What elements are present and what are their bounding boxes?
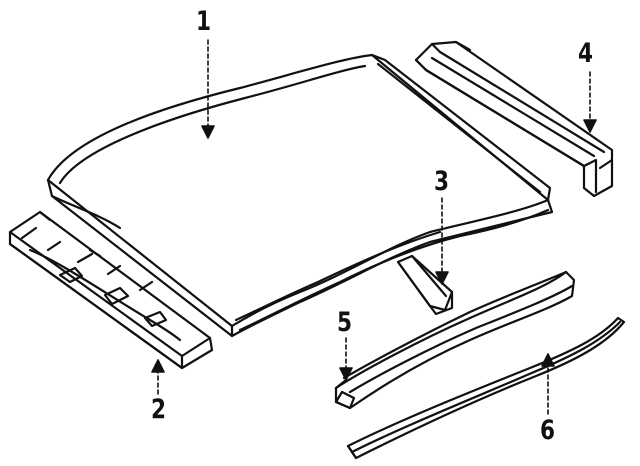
callout-5: 5 [337, 307, 353, 338]
arrow-1 [201, 39, 215, 139]
arrow-5 [339, 337, 353, 381]
side-rail-part [334, 270, 576, 410]
roof-panel-part [46, 53, 554, 338]
callout-1: 1 [196, 6, 212, 37]
callout-2: 2 [151, 394, 167, 425]
front-header-panel-part [8, 210, 214, 370]
leader-arrows [151, 39, 597, 415]
arrow-4 [583, 71, 597, 133]
callout-4: 4 [578, 38, 594, 69]
arrow-2 [151, 359, 165, 395]
roof-bow-part [396, 254, 454, 316]
drip-molding-part [346, 316, 626, 460]
arrow-6 [541, 353, 555, 415]
callout-6: 6 [540, 415, 556, 446]
rear-header-rail-part [414, 40, 614, 198]
arrow-3 [435, 197, 449, 285]
callout-3: 3 [434, 166, 450, 197]
